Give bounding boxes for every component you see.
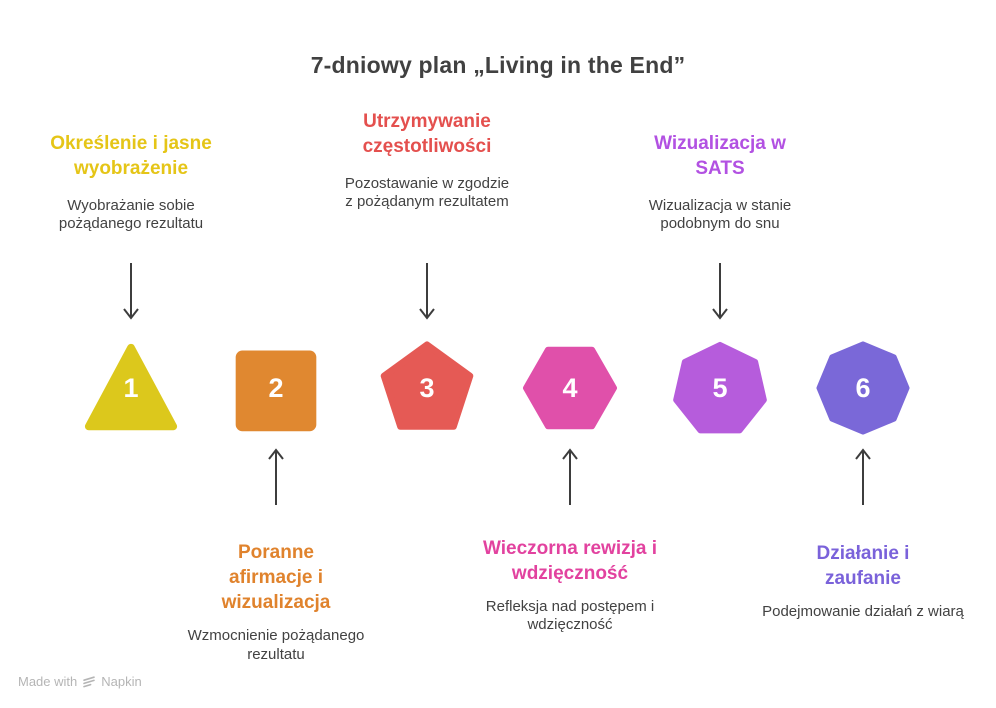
step-4-description: Refleksja nad postępem i wdzięczność — [485, 598, 655, 634]
step-3-title: Utrzymywanie częstotliwości — [362, 111, 492, 158]
arrow-up-icon — [560, 444, 580, 508]
step-6-title: Działanie i zaufanie — [816, 543, 910, 590]
step-6-label-block: Działanie i zaufanie Podejmowanie działa… — [743, 541, 983, 621]
step-1-description: Wyobrażanie sobie pożądanego rezultatu — [58, 197, 204, 233]
step-4-number: 4 — [562, 372, 578, 403]
step-5-title: Wizualizacja w SATS — [654, 133, 786, 180]
square-icon — [235, 350, 317, 432]
step-3-shape: 3 — [379, 340, 475, 436]
step-5-shape: 5 — [672, 340, 768, 436]
step-6-shape: 6 — [815, 340, 911, 436]
step-1-title: Określenie i jasne wyobrażenie — [50, 133, 212, 180]
page-title: 7-dniowy plan „Living in the End” — [310, 52, 686, 78]
arrow-down-icon — [710, 260, 730, 326]
napkin-logo-icon — [82, 675, 96, 689]
step-2-number: 2 — [268, 372, 284, 403]
step-6-description: Podejmowanie działań z wiarą — [762, 603, 964, 621]
arrow-down-icon — [121, 260, 141, 326]
step-4-shape: 4 — [522, 340, 618, 436]
step-2-label-block: Poranne afirmacje i wizualizacja Wzmocni… — [156, 540, 396, 664]
step-3-description: Pozostawanie w zgodzie z pożądanym rezul… — [344, 175, 510, 211]
made-with-credit: Made with Napkin — [18, 674, 142, 689]
step-3-number: 3 — [419, 372, 435, 403]
made-with-text: Made with — [18, 674, 78, 689]
step-4-label-block: Wieczorna rewizja i wdzięczność Refleksj… — [450, 536, 690, 635]
step-3-label-block: Utrzymywanie częstotliwości Pozostawanie… — [317, 109, 537, 212]
pentagon-icon — [380, 341, 474, 430]
hexagon-icon — [522, 346, 618, 430]
step-5-description: Wizualizacja w stanie podobnym do snu — [648, 197, 792, 233]
step-4-title: Wieczorna rewizja i wdzięczność — [482, 538, 658, 585]
arrow-down-icon — [417, 260, 437, 326]
step-1-shape: 1 — [83, 340, 179, 436]
step-5-number: 5 — [712, 372, 728, 403]
step-1-label-block: Określenie i jasne wyobrażenie Wyobrażan… — [21, 131, 241, 234]
octagon-icon — [816, 341, 910, 435]
step-2-description: Wzmocnienie pożądanego rezultatu — [187, 627, 365, 663]
arrow-up-icon — [853, 444, 873, 508]
step-1-number: 1 — [123, 372, 139, 403]
step-5-label-block: Wizualizacja w SATS Wizualizacja w stani… — [610, 131, 830, 234]
step-2-title: Poranne afirmacje i wizualizacja — [221, 542, 331, 614]
step-2-shape: 2 — [228, 340, 324, 436]
step-6-number: 6 — [855, 372, 871, 403]
brand-text: Napkin — [101, 674, 142, 689]
arrow-up-icon — [266, 444, 286, 508]
heptagon-icon — [673, 341, 767, 434]
triangle-icon — [84, 343, 178, 431]
